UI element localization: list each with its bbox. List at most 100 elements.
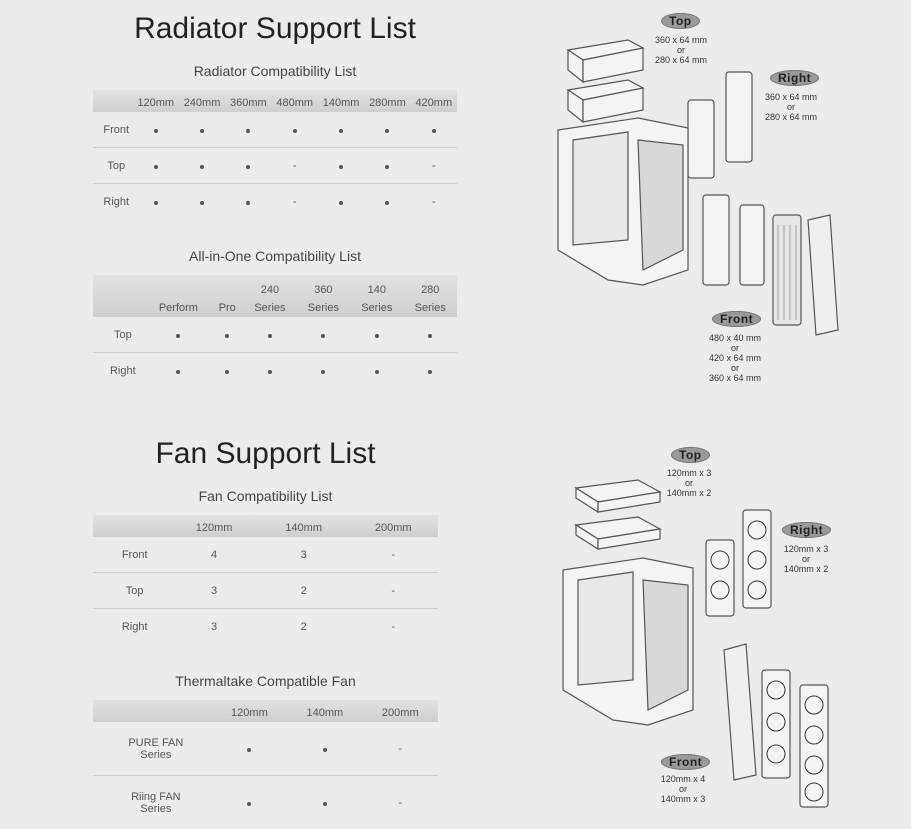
- dot-icon: [200, 129, 204, 133]
- column-header: 480mm: [272, 90, 318, 112]
- table-cell: -: [363, 722, 438, 776]
- radiator-front-badge: Front: [712, 311, 761, 327]
- tt-compat-title: Thermaltake Compatible Fan: [93, 673, 438, 689]
- dot-icon: [323, 748, 327, 752]
- header-corner: [93, 515, 169, 537]
- supported-dot: [297, 317, 350, 353]
- column-header: 140mm: [287, 700, 362, 722]
- supported-dot: [212, 722, 287, 776]
- fan-compat-title: Fan Compatibility List: [93, 488, 438, 504]
- supported-dot: [318, 184, 364, 220]
- radiator-top-spec: 360 x 64 mm or 280 x 64 mm: [646, 35, 716, 65]
- radiator-support-title: Radiator Support List: [93, 12, 457, 46]
- dot-icon: [385, 165, 389, 169]
- column-header: 280 Series: [404, 275, 458, 317]
- supported-dot: [133, 148, 179, 184]
- fan-right-spec: 120mm x 3 or 140mm x 2: [773, 544, 839, 574]
- dot-icon: [339, 165, 343, 169]
- supported-dot: [411, 112, 457, 148]
- supported-dot: [318, 112, 364, 148]
- supported-dot: [287, 776, 362, 829]
- supported-dot: [404, 353, 458, 389]
- dot-icon: [293, 129, 297, 133]
- table-row: Right--: [93, 184, 457, 220]
- supported-dot: [243, 317, 296, 353]
- dot-icon: [268, 370, 272, 374]
- table-row: PURE FAN Series -: [93, 722, 438, 776]
- supported-dot: [287, 722, 362, 776]
- row-label: Right: [93, 353, 146, 389]
- column-header: 280mm: [364, 90, 410, 112]
- dot-icon: [321, 334, 325, 338]
- column-header: 120mm: [169, 515, 259, 537]
- supported-dot: [364, 112, 410, 148]
- column-header: Pro: [211, 275, 243, 317]
- dot-icon: [321, 370, 325, 374]
- header-corner: [93, 90, 133, 112]
- column-header: 140 Series: [350, 275, 403, 317]
- dot-icon: [246, 129, 250, 133]
- dot-icon: [428, 334, 432, 338]
- row-label: PURE FAN Series: [93, 722, 212, 776]
- dot-icon: [375, 334, 379, 338]
- table-row: Right: [93, 353, 457, 389]
- radiator-right-badge: Right: [770, 70, 819, 86]
- dot-icon: [154, 129, 158, 133]
- row-label: Front: [93, 112, 133, 148]
- header-corner: [93, 275, 146, 317]
- column-header: 240 Series: [243, 275, 296, 317]
- supported-dot: [364, 184, 410, 220]
- supported-dot: [146, 317, 211, 353]
- table-cell: 3: [259, 537, 349, 573]
- column-header: 200mm: [348, 515, 438, 537]
- dot-icon: [200, 165, 204, 169]
- supported-dot: [404, 317, 458, 353]
- column-header: 140mm: [259, 515, 349, 537]
- dot-icon: [428, 370, 432, 374]
- dot-icon: [339, 129, 343, 133]
- dot-icon: [247, 748, 251, 752]
- table-cell: -: [348, 609, 438, 645]
- supported-dot: [133, 184, 179, 220]
- supported-dot: [212, 776, 287, 829]
- dot-icon: [268, 334, 272, 338]
- table-cell: -: [363, 776, 438, 829]
- fan-right-badge: Right: [782, 522, 831, 538]
- case-radiator-drawing: [548, 10, 848, 390]
- table-cell: -: [411, 184, 457, 220]
- fan-top-spec: 120mm x 3 or 140mm x 2: [656, 468, 722, 498]
- row-label: Right: [93, 609, 169, 645]
- dot-icon: [339, 201, 343, 205]
- column-header: 240mm: [179, 90, 225, 112]
- table-cell: 2: [259, 573, 349, 609]
- supported-dot: [179, 184, 225, 220]
- column-header: 120mm: [133, 90, 179, 112]
- row-label: Top: [93, 148, 133, 184]
- dot-icon: [323, 802, 327, 806]
- table-cell: -: [348, 537, 438, 573]
- dot-icon: [154, 201, 158, 205]
- row-label: Top: [93, 317, 146, 353]
- dot-icon: [176, 370, 180, 374]
- radiator-right-spec: 360 x 64 mm or 280 x 64 mm: [758, 92, 824, 122]
- supported-dot: [350, 353, 403, 389]
- supported-dot: [272, 112, 318, 148]
- supported-dot: [364, 148, 410, 184]
- supported-dot: [297, 353, 350, 389]
- table-row: Riing FAN Series-: [93, 776, 438, 829]
- dot-icon: [247, 802, 251, 806]
- supported-dot: [179, 148, 225, 184]
- column-header: 140mm: [318, 90, 364, 112]
- radiator-top-badge: Top: [661, 13, 700, 29]
- table-cell: -: [411, 148, 457, 184]
- column-header: 360 Series: [297, 275, 350, 317]
- row-label: Right: [93, 184, 133, 220]
- supported-dot: [350, 317, 403, 353]
- radiator-exploded-illustration: Top 360 x 64 mm or 280 x 64 mm Right 360…: [548, 10, 848, 390]
- radiator-front-spec: 480 x 40 mm or 420 x 64 mm or 360 x 64 m…: [700, 333, 770, 383]
- table-row: Top--: [93, 148, 457, 184]
- dot-icon: [154, 165, 158, 169]
